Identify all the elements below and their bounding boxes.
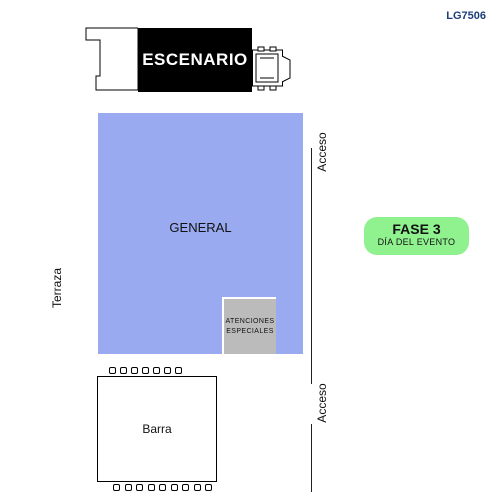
stool-icon: [153, 367, 160, 374]
stool-icon: [147, 484, 155, 491]
map-code: LG7506: [446, 10, 486, 22]
stool-icon: [136, 484, 143, 491]
stool-icon: [124, 484, 132, 491]
stool-icon: [109, 367, 116, 374]
special-attention-label: ATENCIONES ESPECIALES: [225, 317, 275, 335]
stool-icon: [164, 367, 171, 374]
bar-area[interactable]: [97, 376, 217, 482]
special-attention-area[interactable]: ATENCIONES ESPECIALES: [222, 297, 276, 354]
phase-title: FASE 3: [392, 221, 441, 237]
stool-icon: [170, 484, 178, 491]
stool-icon: [120, 367, 127, 374]
stool-icon: [142, 367, 149, 374]
stage-wing: [85, 27, 138, 91]
stool-icon: [113, 484, 120, 491]
phase-subtitle: DÍA DEL EVENTO: [377, 237, 456, 247]
stage: ESCENARIO: [138, 28, 252, 92]
bar-label: Barra: [142, 422, 172, 436]
stool-icon: [175, 367, 182, 374]
access-line-top: [311, 148, 312, 384]
stool-icon: [182, 484, 189, 491]
stool-icon: [131, 367, 138, 374]
stage-label: ESCENARIO: [142, 50, 248, 69]
stool-icon: [193, 484, 201, 491]
truck-icon: [252, 46, 291, 91]
terraza-label: Terraza: [50, 268, 64, 309]
stool-icon: [159, 484, 166, 491]
stool-icon: [205, 484, 212, 491]
access-line-bottom: [311, 424, 312, 492]
phase-badge: FASE 3 DÍA DEL EVENTO: [364, 217, 469, 255]
access-label-top: Acceso: [315, 132, 329, 172]
general-label: GENERAL: [169, 220, 232, 235]
access-label-bottom: Acceso: [315, 383, 329, 423]
